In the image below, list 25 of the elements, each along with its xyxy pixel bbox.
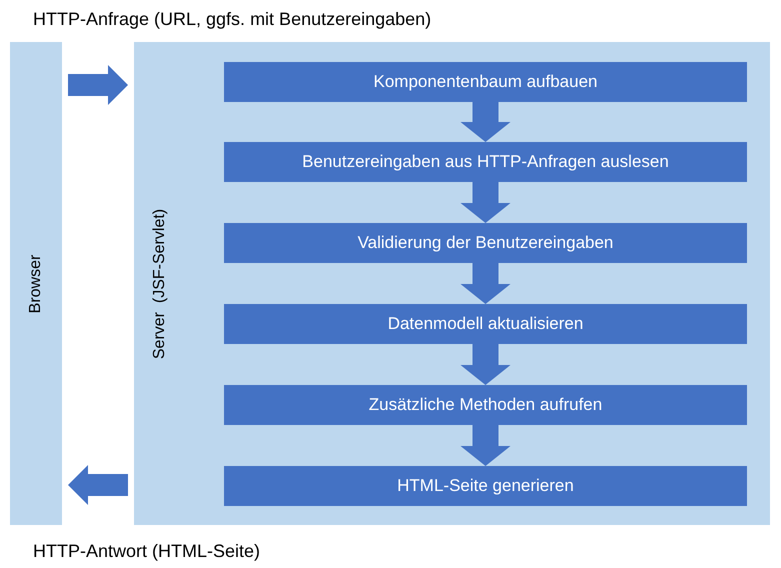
panel-title: Server (JSF-Servlet) [150,207,169,361]
process-box [224,304,747,344]
panel-title: Browser [26,253,45,315]
block-arrow [68,465,128,505]
step-label: Komponentenbaum aufbauen [373,71,598,94]
step-label: HTML-Seite generieren [397,475,574,498]
step-label: Benutzereingaben aus HTTP-Anfragen auslesen [302,151,669,174]
block-arrow [460,263,510,304]
panel [134,42,770,525]
block-arrow [68,65,128,105]
edge-label: HTTP-Anfrage (URL, ggfs. mit Benutzereingaben) [33,8,432,31]
process-box [224,223,747,263]
block-arrow [460,425,510,466]
process-box [224,385,747,425]
step-label: Zusätzliche Methoden aufrufen [368,394,602,416]
step-label: Datenmodell aktualisieren [388,313,584,336]
process-box [224,466,747,506]
block-arrow [460,182,510,223]
edge-label: HTTP-Antwort (HTML-Seite) [33,540,260,563]
step-label: Validierung der Benutzereingaben [358,232,614,254]
block-arrow [460,102,510,142]
process-box [224,142,747,182]
panel [10,42,62,525]
block-arrow [460,344,510,385]
process-box [224,62,747,102]
